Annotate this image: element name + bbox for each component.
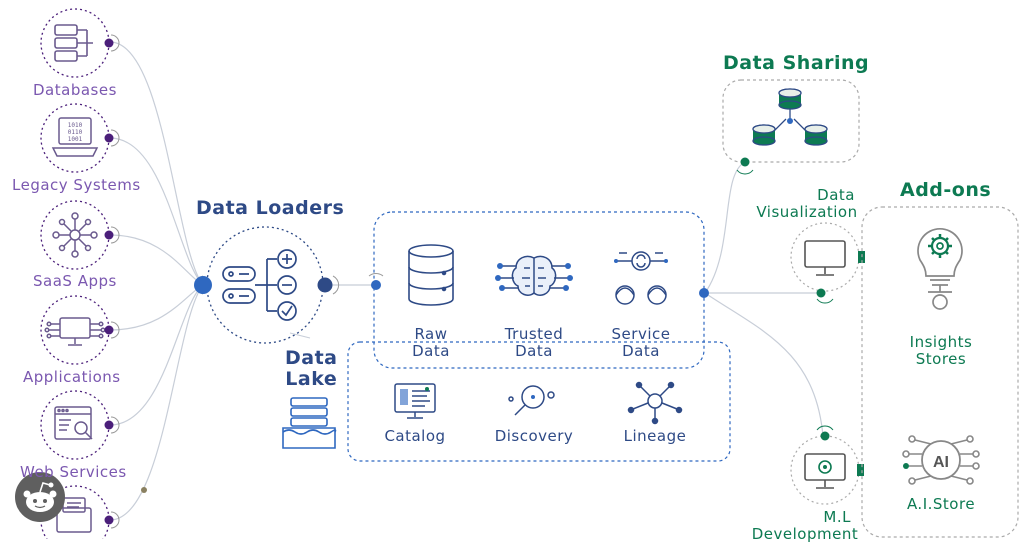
addon-insights-line1: Insights bbox=[909, 333, 973, 351]
visualization-label-line1: Data bbox=[817, 186, 855, 204]
addons-title: Add-ons bbox=[900, 179, 992, 201]
lake-item-raw-line1: Raw bbox=[414, 325, 448, 343]
loader-server-icon bbox=[222, 249, 297, 321]
loaders-node bbox=[194, 226, 340, 344]
source-saas-node bbox=[40, 200, 120, 270]
source-label-databases: Databases bbox=[33, 81, 117, 99]
lake-item-raw-line2: Data bbox=[412, 341, 450, 360]
lake-item-raw: Raw Data bbox=[401, 326, 461, 359]
source-databases-node bbox=[40, 8, 120, 78]
lake-item-service-line1: Service bbox=[611, 325, 671, 343]
magnifier-icon bbox=[508, 385, 555, 416]
lake-item-discovery: Discovery bbox=[494, 427, 574, 445]
svg-text:0110: 0110 bbox=[68, 129, 83, 136]
svg-text:1001: 1001 bbox=[68, 136, 83, 143]
ml-node bbox=[790, 425, 864, 505]
svg-text:1010: 1010 bbox=[68, 122, 83, 129]
corner-badge-icon bbox=[15, 472, 65, 522]
lake-item-trusted-line1: Trusted bbox=[504, 325, 564, 343]
sharing-input-dot bbox=[740, 157, 750, 167]
lake-storage-icon bbox=[282, 397, 337, 449]
source-extra-dot bbox=[141, 487, 147, 493]
ml-label-line1: M.L bbox=[823, 508, 851, 526]
ml-label-line2: Development bbox=[751, 524, 859, 543]
sharing-title: Data Sharing bbox=[723, 52, 870, 74]
lake-out-connectors bbox=[704, 161, 824, 437]
source-connectors bbox=[109, 41, 204, 521]
lake-item-trusted: Trusted Data bbox=[494, 326, 574, 359]
sharing-box bbox=[722, 79, 860, 163]
shared-databases-icon bbox=[752, 88, 828, 146]
lake-lower-box bbox=[347, 341, 731, 462]
source-label-webservices: Web Services bbox=[20, 463, 127, 481]
visualization-label-line2: Visualization bbox=[756, 202, 858, 221]
upper-to-lower-connector bbox=[289, 332, 311, 339]
lake-title-line2: Lake bbox=[285, 367, 338, 390]
browser-search-icon bbox=[54, 406, 93, 440]
addon-insights-label: Insights Stores bbox=[893, 334, 989, 367]
cylinder-database-icon bbox=[408, 244, 454, 306]
source-label-applications: Applications bbox=[23, 368, 121, 386]
source-label-legacy: Legacy Systems bbox=[12, 176, 141, 194]
ai-chip-text: AI bbox=[933, 454, 949, 471]
source-legacy-node: 1010 0110 1001 bbox=[40, 103, 120, 173]
lake-item-service-line2: Data bbox=[622, 341, 660, 360]
visualization-node bbox=[790, 222, 865, 304]
source-applications-node bbox=[40, 295, 120, 365]
visualization-label: Data Visualization bbox=[747, 187, 867, 220]
lake-item-lineage: Lineage bbox=[623, 427, 687, 445]
lake-input-dot bbox=[371, 280, 381, 290]
monitor-icon bbox=[804, 240, 846, 276]
lake-item-trusted-line2: Data bbox=[515, 341, 553, 360]
lineage-graph-icon bbox=[627, 381, 683, 425]
lake-title-line1: Data bbox=[285, 347, 338, 369]
loaders-title: Data Loaders bbox=[196, 197, 345, 219]
ml-monitor-icon bbox=[804, 453, 846, 489]
lake-output-dot bbox=[699, 288, 709, 298]
database-icon bbox=[54, 24, 93, 62]
addon-insights-line2: Stores bbox=[915, 349, 967, 368]
addon-aistore-label: A.I.Store bbox=[906, 495, 976, 513]
ai-chip-icon: AI bbox=[902, 435, 980, 485]
lake-item-catalog: Catalog bbox=[384, 427, 446, 445]
network-hub-icon bbox=[52, 212, 98, 258]
lightbulb-gear-icon bbox=[917, 228, 963, 310]
lake-title: Data Lake bbox=[285, 348, 338, 390]
people-sync-icon bbox=[614, 251, 668, 305]
lake-upper-box bbox=[373, 211, 705, 369]
brain-circuit-icon bbox=[495, 255, 573, 296]
lake-item-service: Service Data bbox=[601, 326, 681, 359]
legacy-binary-icon: 1010 0110 1001 bbox=[51, 117, 99, 157]
ml-label: M.L Development bbox=[745, 509, 865, 542]
monitor-chip-icon bbox=[44, 317, 106, 346]
source-label-saas: SaaS Apps bbox=[33, 272, 117, 290]
source-webservices-node bbox=[40, 390, 120, 460]
catalog-dashboard-icon bbox=[394, 383, 436, 419]
